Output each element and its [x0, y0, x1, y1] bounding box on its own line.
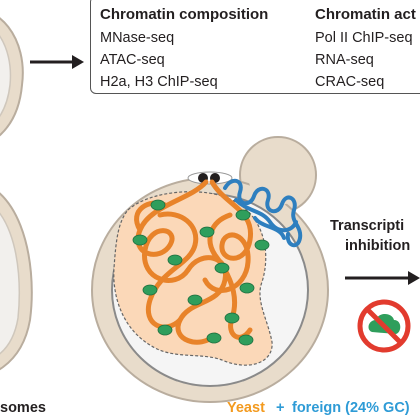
assay-box — [90, 0, 420, 94]
footer-yeast: Yeast — [227, 400, 265, 416]
activity-item-pol2: Pol II ChIP-seq — [315, 30, 413, 46]
activity-item-rnaseq: RNA-seq — [315, 52, 374, 68]
activity-item-crac: CRAC-seq — [315, 74, 385, 90]
right-arrow-icon — [345, 271, 420, 285]
composition-item-mnase: MNase-seq — [100, 30, 175, 46]
footer-left-fragment: somes — [0, 400, 46, 416]
footer-foreign: foreign (24% GC) — [292, 400, 410, 416]
activity-header: Chromatin act — [315, 6, 416, 23]
right-arrow-icon — [30, 55, 84, 69]
inhibition-label-line1: Transcripti — [330, 218, 405, 234]
composition-item-atac: ATAC-seq — [100, 52, 165, 68]
composition-header: Chromatin composition — [100, 6, 269, 23]
left-cell-top — [0, 17, 24, 137]
inhibition-label-line2: inhibition — [345, 238, 411, 254]
foreign-dna — [223, 178, 303, 248]
composition-item-chip: H2a, H3 ChIP-seq — [100, 74, 218, 90]
footer-plus: + — [276, 400, 285, 416]
spindle-pole — [187, 171, 233, 185]
prohibition-icon — [357, 299, 411, 353]
nucleosomes — [132, 199, 270, 346]
